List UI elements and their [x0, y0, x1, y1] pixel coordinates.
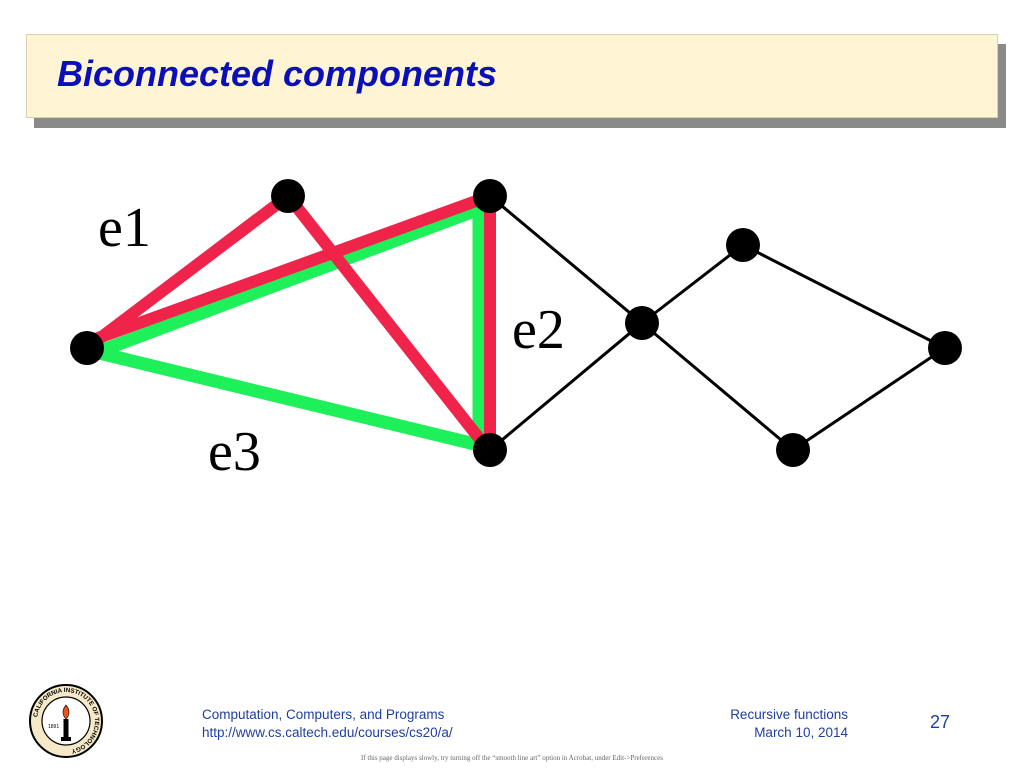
footer-course-url[interactable]: http://www.cs.caltech.edu/courses/cs20/a…: [202, 725, 453, 740]
footnote-text: If this page displays slowly, try turnin…: [361, 754, 663, 762]
footer-course-name: Computation, Computers, and Programs: [202, 707, 445, 722]
vertex-upper: [726, 228, 760, 262]
edge-black-lower-right: [792, 346, 946, 452]
slide-title: Biconnected components: [57, 53, 498, 94]
vertex-peak: [271, 179, 305, 213]
footer-topic-name: Recursive functions: [730, 707, 848, 722]
edge-red-left-top: [84, 190, 493, 348]
edge-red-left-peak: [83, 191, 292, 353]
edge-green-left-bottom: [93, 345, 485, 453]
page-number: 27: [930, 712, 951, 732]
edge-black-mid-lower: [641, 321, 794, 452]
edge-black-top-mid: [489, 194, 643, 325]
vertex-mid: [625, 306, 659, 340]
vertex-top: [473, 179, 507, 213]
label-e2: e2: [512, 299, 565, 361]
label-e1: e1: [98, 197, 151, 259]
vertex-right: [928, 331, 962, 365]
vertex-bottom: [473, 433, 507, 467]
vertex-lower: [776, 433, 810, 467]
edge-green-left-top: [89, 201, 485, 361]
footer-course: Computation, Computers, and Programs htt…: [202, 706, 453, 742]
caltech-seal-icon: CALIFORNIA INSTITUTE OF TECHNOLOGY 1891: [29, 684, 103, 758]
edge-black-upper-right: [742, 243, 946, 350]
seal-year: 1891: [48, 724, 59, 730]
vertex-left: [70, 331, 104, 365]
edge-red-peak-bottom: [283, 192, 491, 451]
edge-black-bot-mid: [489, 321, 643, 452]
footer-topic: Recursive functions March 10, 2014: [730, 706, 848, 742]
title-banner: Biconnected components: [26, 34, 998, 118]
label-e3: e3: [208, 421, 261, 483]
footer-date: March 10, 2014: [754, 725, 848, 740]
edge-black-mid-upper: [641, 243, 744, 325]
